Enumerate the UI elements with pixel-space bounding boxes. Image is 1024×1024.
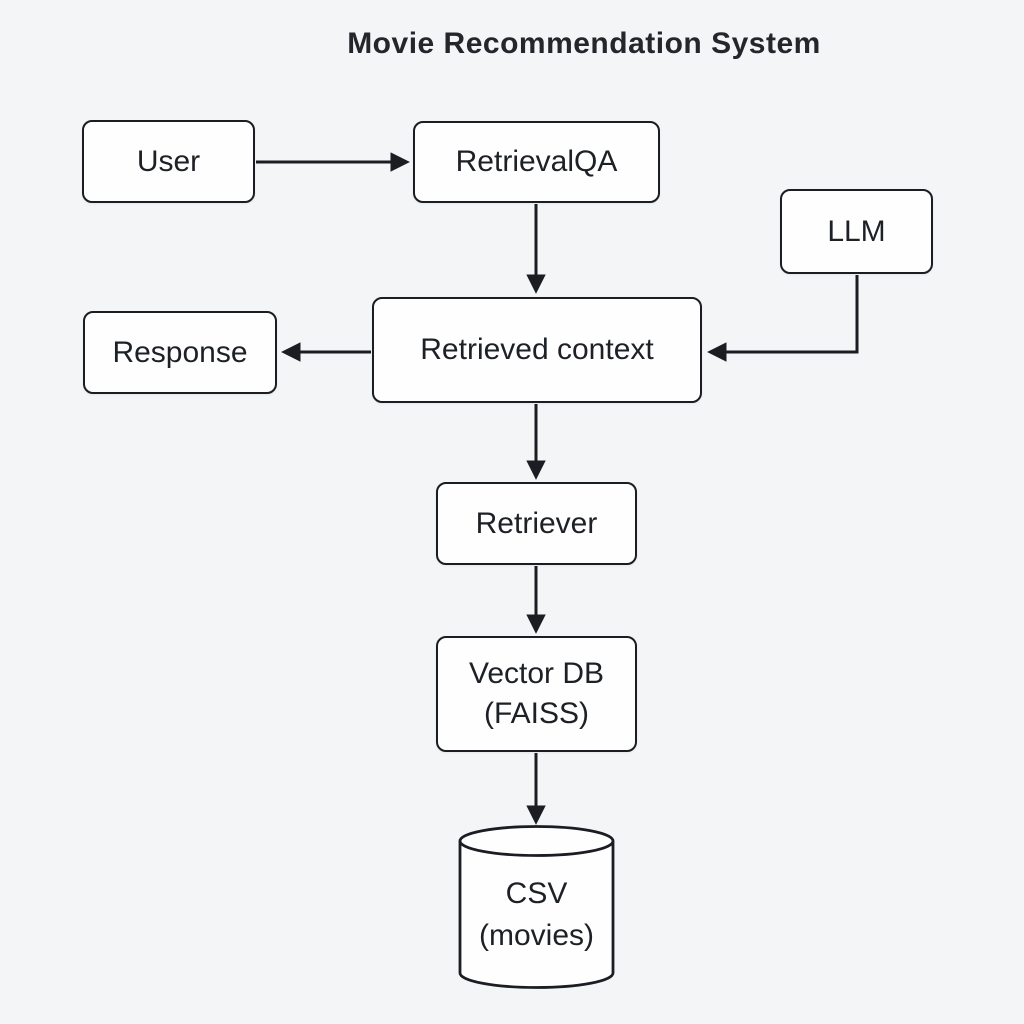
node-llm: LLM [780,189,933,274]
node-csv: CSV (movies) [460,845,613,985]
node-retrievalqa: RetrievalQA [413,121,660,203]
diagram-title: Movie Recommendation System [347,27,821,60]
node-response-label: Response [112,335,248,369]
node-csv-label-line2: (movies) [478,919,594,952]
node-retrieved-context-label: Retrieved context [420,333,654,366]
node-vector-db-label-line2: (FAISS) [483,697,589,730]
node-llm-label: LLM [827,214,886,248]
node-response: Response [83,311,277,394]
node-retriever: Retriever [436,482,637,565]
node-vector-db-label-line1: Vector DB [468,657,605,690]
cylinder-shape [458,825,615,989]
node-retriever-label: Retriever [475,506,598,540]
node-retrievalqa-label: RetrievalQA [455,145,618,178]
node-retrieved-context: Retrieved context [372,297,702,403]
edge-llm-to-retrieved-context [707,275,859,362]
node-user-label: User [136,144,201,178]
node-vector-db: Vector DB (FAISS) [436,636,637,752]
node-csv-label-line1: CSV [505,877,568,910]
node-user: User [82,120,255,203]
